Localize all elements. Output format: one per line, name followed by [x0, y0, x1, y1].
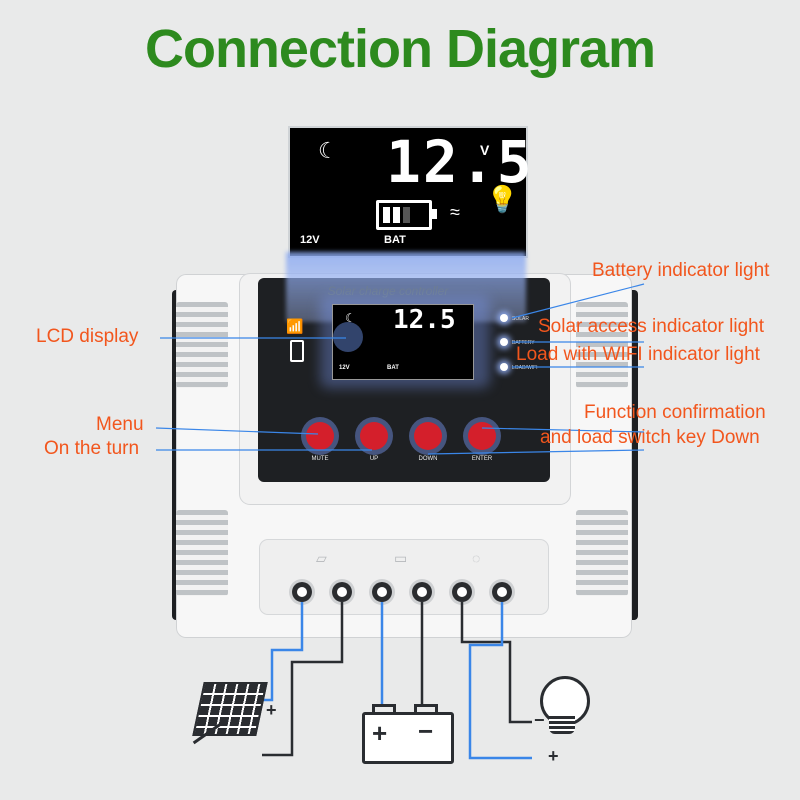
enter-label: ENTER — [471, 456, 493, 462]
solar-panel-icon — [192, 682, 268, 736]
battery-plus-sign: + — [372, 718, 388, 748]
led-battery — [500, 338, 508, 346]
led-label-battery: BATTERY — [512, 340, 535, 346]
mute-label: MUTE — [311, 456, 329, 462]
annotation-load-switch: and load switch key Down — [540, 427, 760, 448]
load-plus-terminal — [452, 582, 472, 602]
load-minus-terminal — [492, 582, 512, 602]
phone-icon — [290, 340, 304, 362]
solar-minus-terminal — [332, 582, 352, 602]
battery-plus-terminal — [372, 582, 392, 602]
battery-icon — [376, 200, 437, 230]
annotation-function-confirmation: Function confirmation — [584, 402, 766, 423]
mute-button[interactable] — [306, 422, 334, 450]
bulb-icon: 💡 — [486, 184, 519, 214]
annotation-menu: Menu — [96, 414, 144, 435]
lcd-unit: V — [480, 142, 490, 158]
battery-terminal-icon: ▭ — [394, 550, 408, 566]
wifi-icon: 📶 — [286, 318, 304, 334]
enter-button[interactable] — [468, 422, 496, 450]
up-label: UP — [369, 456, 379, 462]
panel-caption: Solar charge controller — [327, 284, 449, 298]
lcd-system-label: 12V — [300, 234, 320, 246]
battery-minus-terminal — [412, 582, 432, 602]
solar-plus-terminal — [292, 582, 312, 602]
heat-fin — [576, 510, 628, 596]
battery-terminal-minus — [414, 704, 438, 715]
annotation-on-the-turn: On the turn — [44, 438, 140, 459]
annotation-solar-indicator: Solar access indicator light — [538, 316, 764, 337]
heat-fin — [176, 302, 228, 388]
load-minus-sign: − — [534, 710, 545, 730]
battery-minus-sign: − — [418, 716, 434, 746]
solar-plus-sign: + — [266, 700, 277, 720]
load-icon: ≈ — [450, 202, 460, 222]
down-button[interactable] — [414, 422, 442, 450]
up-button[interactable] — [360, 422, 388, 450]
load-terminal-icon: ◌ — [472, 550, 481, 566]
small-lcd-system-label: 12V — [339, 365, 350, 371]
lcd-voltage: 12.5 — [386, 128, 534, 196]
battery-icon-large — [362, 712, 454, 764]
battery-terminal-plus — [372, 704, 396, 715]
led-label-load: LOAD/WIFI — [512, 365, 538, 371]
light-bulb-base — [549, 716, 575, 734]
solar-terminal-icon: ▱ — [316, 550, 327, 566]
heat-fin — [176, 510, 228, 596]
lcd-display-enlarged: ☾ 12.5 V ≈ 💡 12V BAT — [288, 126, 532, 258]
small-lcd-battery-label: BAT — [387, 365, 399, 371]
lcd-hotspot — [333, 322, 363, 352]
moon-icon: ☾ — [318, 138, 338, 163]
led-label-solar: SOLAR — [512, 316, 529, 322]
lcd-display: ☾ 12.5 12V BAT — [332, 304, 474, 380]
annotation-battery-indicator: Battery indicator light — [592, 260, 770, 281]
moon-icon: ☾ — [345, 311, 356, 325]
heat-fin — [576, 302, 628, 388]
small-lcd-voltage: 12.5 — [393, 305, 456, 335]
annotation-lcd-display: LCD display — [36, 326, 139, 347]
load-plus-sign: + — [548, 746, 559, 766]
annotation-load-indicator: Load with WIFI indicator light — [516, 344, 760, 365]
down-label: DOWN — [418, 456, 438, 462]
led-load-wifi — [500, 363, 508, 371]
lcd-battery-label: BAT — [384, 234, 406, 246]
page-title: Connection Diagram — [144, 19, 656, 79]
led-solar — [500, 314, 508, 322]
